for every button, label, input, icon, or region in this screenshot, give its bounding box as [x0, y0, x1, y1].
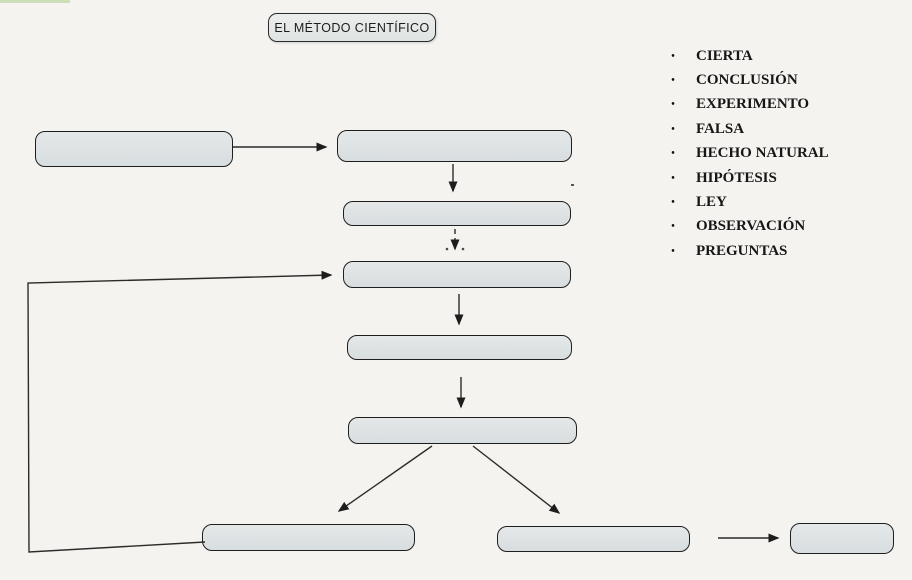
- stray-mark: [571, 184, 574, 186]
- bullet-icon: •: [671, 197, 675, 209]
- word-bank-item: • OBSERVACIÓN: [668, 215, 906, 239]
- page-title: EL MÉTODO CIENTÍFICO: [268, 13, 436, 42]
- flow-node-5-blank[interactable]: [347, 335, 572, 360]
- word-bank-label: EXPERIMENTO: [696, 96, 810, 113]
- flow-node-3-blank[interactable]: [343, 201, 571, 226]
- bullet-icon: •: [671, 99, 675, 111]
- flow-node-4-blank[interactable]: [343, 261, 571, 288]
- flow-node-6-blank[interactable]: [348, 417, 577, 444]
- flow-node-9-blank[interactable]: [790, 523, 894, 554]
- dashed-arrow-dot-right: [461, 247, 465, 251]
- bullet-icon: •: [671, 123, 675, 135]
- bullet-icon: •: [671, 148, 675, 160]
- bullet-icon: •: [671, 245, 675, 257]
- word-bank-item: • HECHO NATURAL: [668, 142, 906, 166]
- word-bank-label: HIPÓTESIS: [696, 169, 777, 186]
- arrow-node6-to-node7: [337, 445, 433, 512]
- flow-node-8-blank[interactable]: [497, 526, 690, 552]
- top-left-accent-strip: [0, 0, 70, 3]
- word-bank-label: PREGUNTAS: [696, 242, 788, 259]
- word-bank-item: • CONCLUSIÓN: [668, 68, 906, 92]
- bullet-icon: •: [671, 50, 675, 62]
- word-bank-item: • HIPÓTESIS: [668, 166, 906, 190]
- dashed-arrow-dot-left: [445, 247, 449, 251]
- word-bank-label: HECHO NATURAL: [696, 145, 829, 162]
- arrow-node6-to-node8: [472, 445, 561, 514]
- word-bank-label: CONCLUSIÓN: [696, 72, 798, 89]
- word-bank-item: • EXPERIMENTO: [668, 93, 906, 117]
- word-bank-label: LEY: [696, 194, 727, 211]
- feedback-loop-node7-to-node4: [27, 270, 333, 553]
- word-bank-label: CIERTA: [696, 47, 753, 64]
- flow-node-1-blank[interactable]: [35, 131, 233, 167]
- word-bank-item: • PREGUNTAS: [668, 239, 906, 263]
- word-bank-label: OBSERVACIÓN: [696, 218, 806, 235]
- bullet-icon: •: [671, 75, 675, 87]
- word-bank-list: • CIERTA • CONCLUSIÓN • EXPERIMENTO • FA…: [668, 44, 906, 264]
- flow-node-7-blank[interactable]: [202, 524, 415, 551]
- word-bank-item: • LEY: [668, 190, 906, 214]
- word-bank-item: • FALSA: [668, 117, 906, 141]
- bullet-icon: •: [671, 221, 675, 233]
- word-bank-item: • CIERTA: [668, 44, 906, 68]
- bullet-icon: •: [671, 172, 675, 184]
- word-bank-label: FALSA: [696, 120, 745, 137]
- page-title-label: EL MÉTODO CIENTÍFICO: [274, 20, 430, 35]
- flow-node-2-blank[interactable]: [337, 130, 572, 162]
